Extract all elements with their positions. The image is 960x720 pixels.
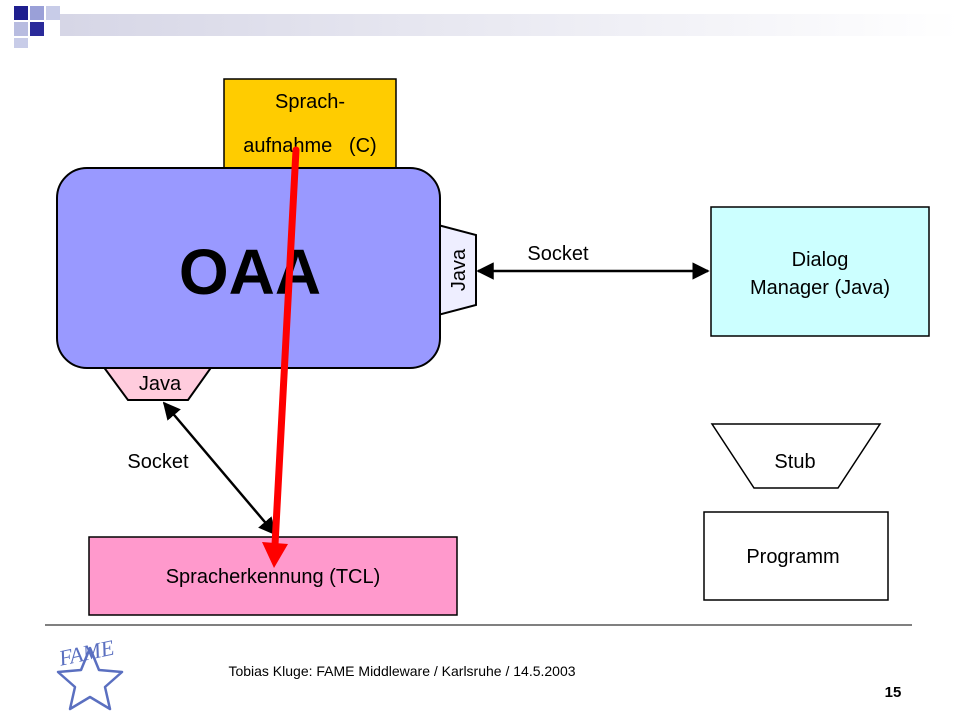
- dialog-manager-line2: Manager (Java): [750, 277, 890, 299]
- fame-logo: FAME: [56, 635, 124, 711]
- dialog-manager-box: [710, 206, 930, 337]
- java-bottom-label: Java: [139, 373, 182, 395]
- star-icon: [56, 646, 124, 711]
- oaa-title: OAA: [179, 236, 321, 308]
- red-flow-arrow: [262, 146, 300, 568]
- stub-shape: [710, 423, 882, 489]
- header-square-dark-2: [30, 22, 44, 36]
- stub-label: Stub: [774, 451, 815, 473]
- page-number: 15: [885, 684, 902, 701]
- header-square-light-4: [46, 6, 60, 20]
- sprachaufnahme-line1: Sprach-: [275, 91, 345, 113]
- header-square-light: [30, 6, 44, 20]
- spracherkennung-label: Spracherkennung (TCL): [166, 566, 381, 588]
- header-square-dark: [14, 6, 28, 20]
- header-decoration: [14, 6, 960, 48]
- oaa-box: [56, 167, 441, 369]
- sprachaufnahme-box: [223, 78, 397, 171]
- header-square-light-3: [14, 38, 28, 48]
- socket-label-right: Socket: [527, 243, 589, 265]
- header-gradient-bar: [60, 14, 960, 36]
- sprachaufnahme-line2: aufnahme (C): [243, 135, 376, 157]
- footer-caption: Tobias Kluge: FAME Middleware / Karlsruh…: [228, 663, 575, 679]
- header-square-light-2: [14, 22, 28, 36]
- socket-label-left: Socket: [127, 451, 189, 473]
- programm-box: [703, 511, 889, 601]
- dialog-manager-line1: Dialog: [792, 249, 849, 271]
- java-right-label: Java: [448, 248, 470, 291]
- socket-arrow-left: [162, 401, 277, 536]
- fame-logo-text: FAME: [56, 635, 117, 671]
- programm-label: Programm: [746, 546, 839, 568]
